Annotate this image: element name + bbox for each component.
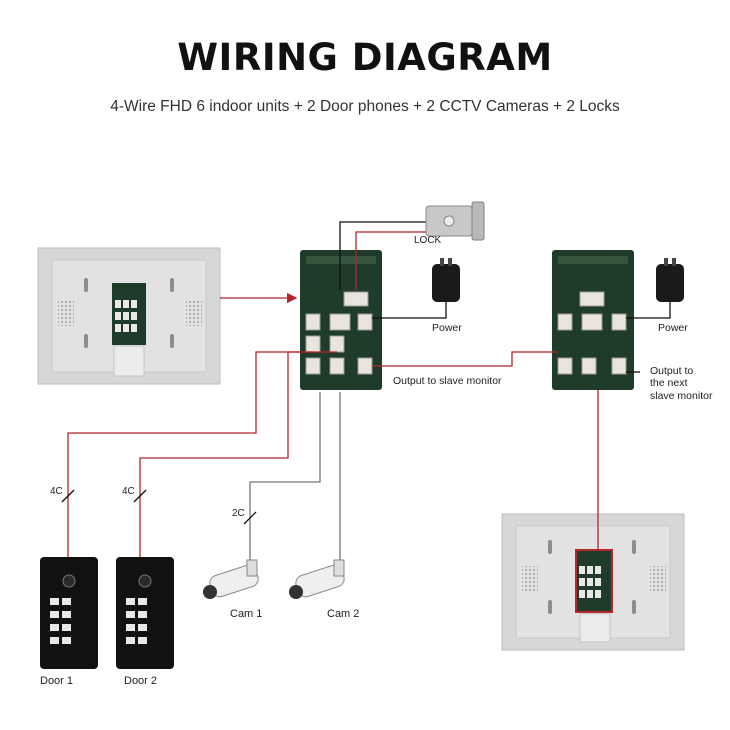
wire-label-door1: 4C <box>50 486 63 497</box>
lock-label: LOCK <box>414 235 442 246</box>
page-subtitle: 4-Wire FHD 6 indoor units + 2 Door phone… <box>110 98 620 115</box>
wires <box>61 221 671 566</box>
cam2-label: Cam 2 <box>327 608 359 620</box>
slave-circuit-board <box>552 250 634 390</box>
main-monitor-back <box>37 247 221 385</box>
output-slave-label: Output to slave monitor <box>393 375 502 387</box>
output-next-label-1: Output to <box>650 365 693 377</box>
power-adapter-icon-slave <box>656 258 684 302</box>
wire-label-cam: 2C <box>232 508 245 519</box>
power-adapter-icon <box>432 258 460 302</box>
door1-label: Door 1 <box>40 675 73 687</box>
power-label-slave: Power <box>658 322 688 334</box>
camera-icon-cam1 <box>203 559 259 599</box>
lock-icon <box>425 201 485 241</box>
power-label-main: Power <box>432 322 462 334</box>
door-phone-icon-door2 <box>116 557 174 669</box>
page-title: WIRING DIAGRAM <box>177 36 553 79</box>
main-circuit-board <box>300 250 382 390</box>
camera-icon-cam2 <box>289 559 345 599</box>
output-next-label-2: the next <box>650 377 687 389</box>
output-next-label-3: slave monitor <box>650 390 713 402</box>
door-phone-icon-door1 <box>40 557 98 669</box>
cam1-label: Cam 1 <box>230 608 262 620</box>
door2-label: Door 2 <box>124 675 157 687</box>
wire-label-door2: 4C <box>122 486 135 497</box>
slave-monitor-back <box>501 513 685 651</box>
